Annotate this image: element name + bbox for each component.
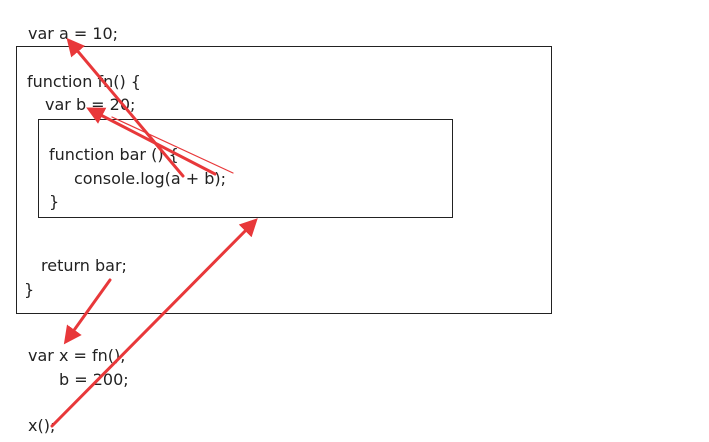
- code-line-fn-close: }: [24, 280, 35, 299]
- arrow-return-to-x: [63, 278, 112, 345]
- fn-scope-box: [16, 46, 552, 314]
- arrow-call-to-bar: [50, 218, 258, 428]
- code-line-return-bar: return bar;: [41, 256, 127, 275]
- arrow-a-to-global: [66, 37, 185, 178]
- arrow-b-thin-line: [111, 116, 234, 174]
- code-line-call-x: x();: [28, 416, 56, 435]
- code-line-console-log: console.log(a + b);: [74, 169, 227, 188]
- code-line-bar-close: }: [49, 192, 60, 211]
- bar-scope-box: [38, 119, 453, 218]
- arrow-b-to-fn: [86, 107, 217, 176]
- code-line-function-fn: function fn() {: [27, 72, 141, 91]
